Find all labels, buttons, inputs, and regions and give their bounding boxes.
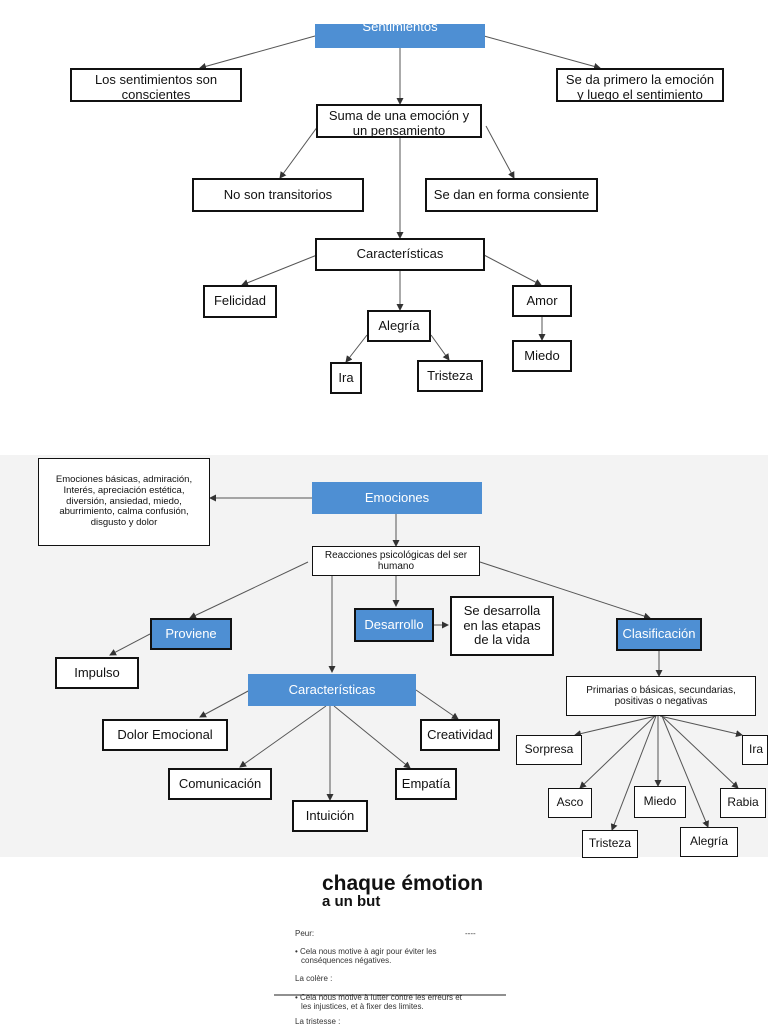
node-clasificacion: Clasificación [616, 618, 702, 651]
node-caracteristicas: Características [315, 238, 485, 271]
node-suma-emocion: Suma de una emoción y un pensamiento [316, 104, 482, 138]
node-forma-consiente: Se dan en forma consiente [425, 178, 598, 212]
doc-peur-text-1: • Cela nous motive à agir pour éviter le… [295, 947, 437, 956]
node-miedo-2: Miedo [634, 786, 686, 818]
node-rabia: Rabia [720, 788, 766, 818]
node-tristeza-2: Tristeza [582, 830, 638, 858]
node-caracteristicas-2: Características [248, 674, 416, 706]
doc-peur-text-2: conséquences négatives. [301, 956, 392, 965]
node-reacciones: Reacciones psicológicas del ser humano [312, 546, 480, 576]
node-proviene: Proviene [150, 618, 232, 650]
root-sentimientos: Sentimientos [315, 19, 485, 48]
doc-colere-text-1: • Cela nous motive à lutter contre les e… [295, 993, 462, 1002]
note-conscientes: Los sentimientos son conscientes [70, 68, 242, 102]
doc-colere-heading: La colère : [295, 974, 333, 983]
node-felicidad: Felicidad [203, 285, 277, 318]
doc-colere-text-2: les injustices, et à fixer des limites. [301, 1002, 424, 1011]
node-ira: Ira [330, 362, 362, 394]
node-desarrollo: Desarrollo [354, 608, 434, 642]
node-miedo: Miedo [512, 340, 572, 372]
node-comunicacion: Comunicación [168, 768, 272, 800]
doc-subtitle: a un but [322, 893, 381, 910]
node-amor: Amor [512, 285, 572, 317]
node-alegria-2: Alegría [680, 827, 738, 857]
node-impulso: Impulso [55, 657, 139, 689]
note-primero-emocion: Se da primero la emoción y luego el sent… [556, 68, 724, 102]
node-intuicion: Intuición [292, 800, 368, 832]
node-empatia: Empatía [395, 768, 457, 800]
root-emociones: Emociones [312, 482, 482, 514]
doc-peur-heading: Peur: [295, 929, 315, 938]
node-sorpresa: Sorpresa [516, 735, 582, 765]
node-desarrollo-note: Se desarrolla en las etapas de la vida [450, 596, 554, 656]
node-tristeza: Tristeza [417, 360, 483, 392]
node-ira-2: Ira [742, 735, 768, 765]
node-asco: Asco [548, 788, 592, 818]
node-dolor-emocional: Dolor Emocional [102, 719, 228, 751]
doc-title: chaque émotion [322, 872, 484, 895]
doc-tristesse-heading: La tristesse : [295, 1017, 341, 1026]
doc-peur-dashes: ---- [465, 929, 476, 938]
node-alegria: Alegría [367, 310, 431, 342]
node-creatividad: Creatividad [420, 719, 500, 751]
node-clasif-note: Primarias o básicas, secundarias, positi… [566, 676, 756, 716]
node-no-transitorios: No son transitorios [192, 178, 364, 212]
box-emociones-list: Emociones básicas, admiración, Interés, … [38, 458, 210, 546]
